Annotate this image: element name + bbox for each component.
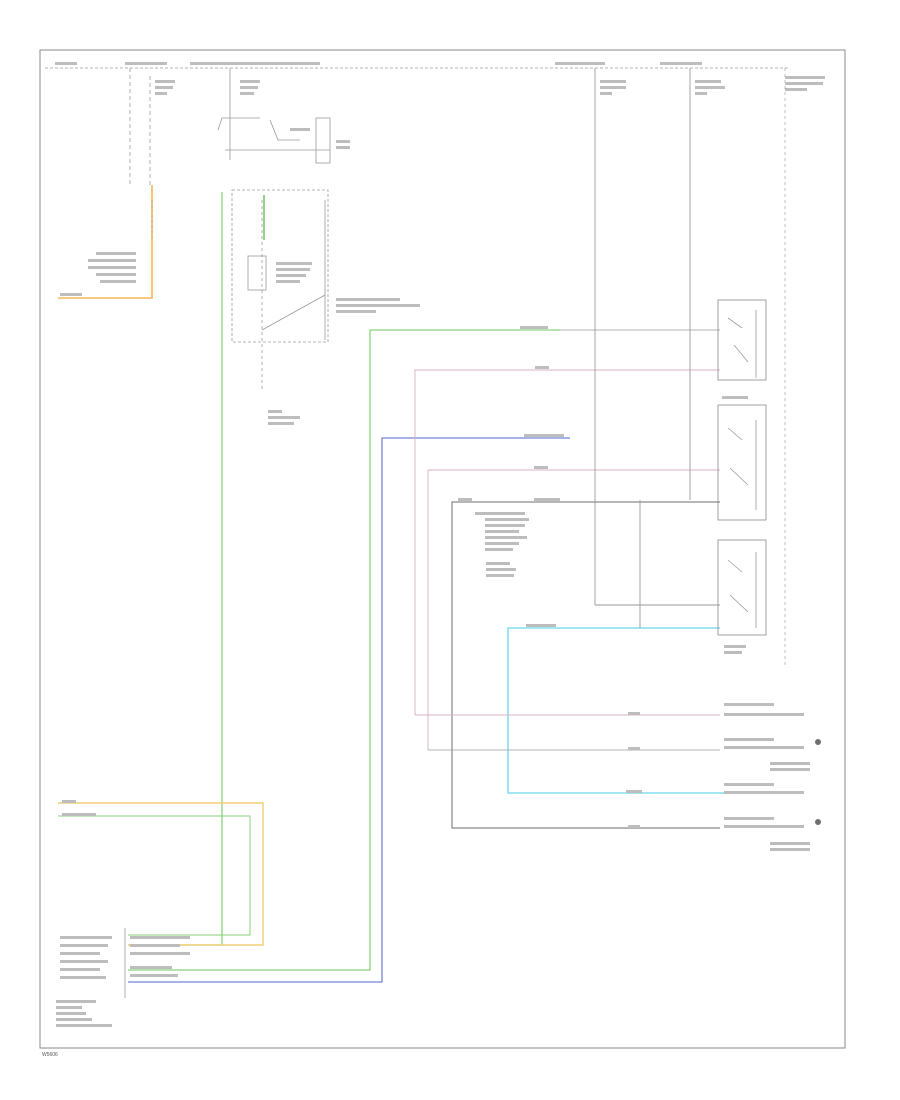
relay-3 [717,539,767,654]
wire-dark-ground [451,501,720,829]
right-power-lines [594,68,786,665]
wire-pink-2 [427,469,720,750]
wire-green-long [128,192,223,946]
fuse-box [315,117,331,164]
relay-coil [247,255,267,291]
relay-1 [717,299,767,381]
wire-blue [128,437,570,983]
footer-code: W5606 [42,1052,58,1058]
fan-connections [415,703,821,851]
relay-2 [717,396,767,521]
wire-green-relay [128,329,560,971]
ecm-connector [56,800,190,1027]
relay-wire-labels [458,326,564,627]
fuse-relay-block [217,68,420,425]
left-sensor-circuit [58,68,175,299]
wire-cyan [507,627,740,794]
wire-pink-1 [414,369,720,715]
top-labels [55,62,825,91]
wire-green-loop [58,815,251,936]
wire-tan-loop [58,802,264,946]
diagram-frame [39,49,846,1049]
